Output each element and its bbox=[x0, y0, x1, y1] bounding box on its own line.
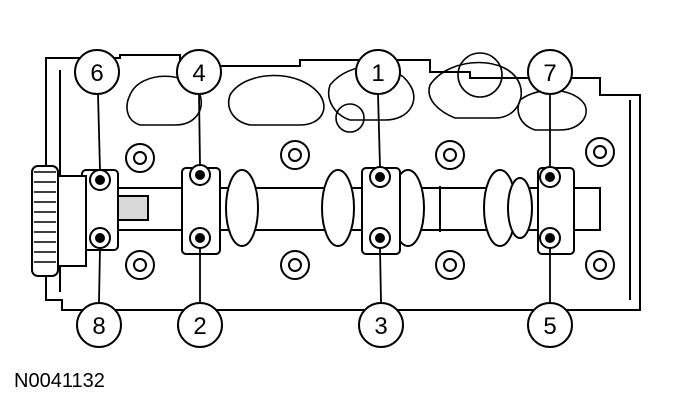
head-bolts bbox=[125, 137, 615, 280]
callout-circle-1 bbox=[355, 49, 401, 95]
callout-label-6: 6 bbox=[90, 60, 103, 87]
callout-labels: 6 4 1 7 8 2 3 5 bbox=[90, 60, 556, 340]
callout-label-4: 4 bbox=[192, 60, 205, 87]
callout-label-7: 7 bbox=[543, 60, 556, 87]
leader-lines bbox=[97, 93, 551, 303]
callout-label-2: 2 bbox=[193, 313, 206, 340]
callout-circle-4 bbox=[176, 49, 222, 95]
callout-circle-3 bbox=[358, 302, 404, 348]
timing-sprocket bbox=[31, 165, 149, 277]
callout-circle-8 bbox=[76, 302, 122, 348]
callout-label-5: 5 bbox=[543, 313, 556, 340]
callout-label-8: 8 bbox=[92, 313, 105, 340]
figure-id: N0041132 bbox=[14, 370, 105, 392]
callout-circle-5 bbox=[527, 302, 573, 348]
callout-circle-2 bbox=[177, 302, 223, 348]
callout-label-1: 1 bbox=[371, 60, 384, 87]
callout-label-3: 3 bbox=[374, 313, 387, 340]
callout-circle-7 bbox=[527, 49, 573, 95]
callout-circle-6 bbox=[74, 49, 120, 95]
callout-circles bbox=[74, 49, 573, 348]
